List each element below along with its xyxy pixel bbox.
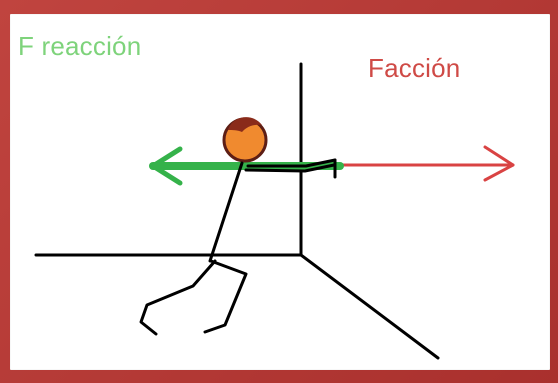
wall-perspective-line [299,253,440,360]
diagram-canvas: F reacción Facción [10,14,550,370]
action-force-label: Facción [368,53,461,83]
action-arrow-icon [333,145,515,182]
force-diagram-svg [34,62,515,360]
person-upper-arm [246,158,337,168]
person-lower-arm [244,163,336,173]
reaction-arrow-head [150,146,183,186]
person-torso [208,161,244,263]
reaction-force-label: F reacción [18,31,142,61]
person-hair [228,117,262,132]
action-arrow-head [483,145,515,182]
person-right-leg [203,259,248,334]
wall-corner-icon [34,62,440,360]
person-left-leg [139,259,217,336]
stick-figure-icon [139,117,337,336]
